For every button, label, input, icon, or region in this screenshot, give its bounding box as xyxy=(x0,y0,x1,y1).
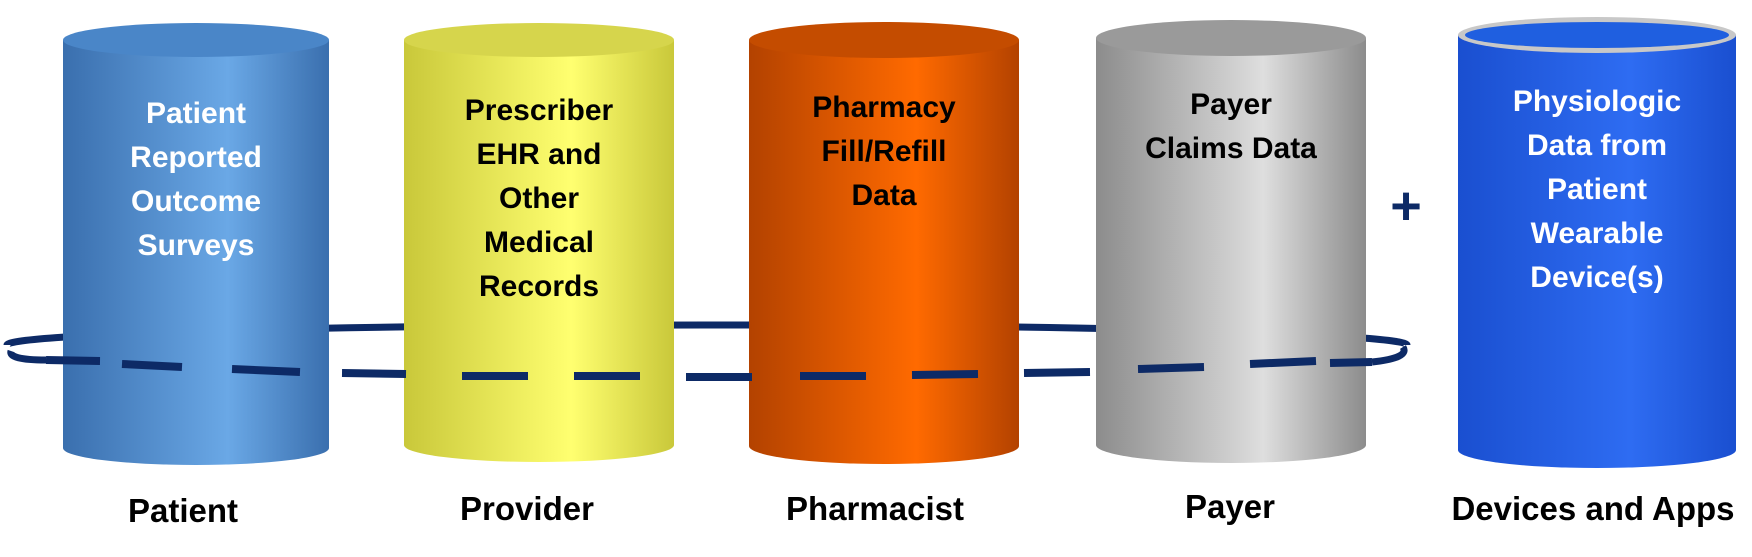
cylinder-provider-top xyxy=(404,23,674,57)
cylinder-pharmacist-body xyxy=(749,40,1019,464)
ring-dash xyxy=(911,370,979,379)
cylinder-text-line: Prescriber xyxy=(465,94,614,127)
cylinder-text-line: Medical xyxy=(484,226,594,259)
label-pharmacist: Pharmacist xyxy=(786,490,964,527)
cylinder-payer-top xyxy=(1096,20,1366,56)
ring-dash xyxy=(231,365,301,376)
cylinder-patient-body xyxy=(63,40,329,465)
cylinder-text-line: Claims Data xyxy=(1145,132,1317,165)
cylinder-text-line: Patient xyxy=(146,97,246,130)
cylinder-provider-body xyxy=(404,40,674,462)
label-patient: Patient xyxy=(128,492,238,529)
cylinder-devices-body xyxy=(1458,35,1736,468)
cylinder-text-line: Outcome xyxy=(131,185,261,218)
plus-sign: + xyxy=(1390,176,1422,236)
cylinder-text-line: Wearable xyxy=(1531,217,1664,250)
label-devices-and-apps: Devices and Apps xyxy=(1451,490,1734,527)
cylinder-text-line: Payer xyxy=(1190,88,1272,121)
ring-dash xyxy=(341,369,407,378)
label-provider: Provider xyxy=(460,490,594,527)
cylinder-text-line: Surveys xyxy=(138,229,255,262)
cylinder-text-line: Reported xyxy=(130,141,262,174)
ring-dash xyxy=(45,356,101,365)
cylinder-text-line: Fill/Refill xyxy=(821,135,946,168)
cylinder-patient-top xyxy=(63,23,329,57)
ring-dash xyxy=(1137,363,1205,373)
cylinder-text-line: Data from xyxy=(1527,129,1667,162)
cylinder-text-line: EHR and xyxy=(476,138,601,171)
connecting-ring-front xyxy=(7,345,1408,381)
ring-right-bend xyxy=(1371,345,1408,366)
cylinder-text-line: Pharmacy xyxy=(812,91,956,124)
ring-left-bend xyxy=(7,349,47,364)
ring-dash xyxy=(1023,368,1091,377)
ring-dash xyxy=(1329,358,1373,367)
cylinder-payer-body xyxy=(1096,38,1366,463)
ring-dash xyxy=(121,360,183,371)
cylinder-text-line: Other xyxy=(499,182,579,215)
cylinder-text-line: Records xyxy=(479,270,599,303)
cylinder-text-line: Data xyxy=(851,179,916,212)
cylinder-text-line: Patient xyxy=(1547,173,1647,206)
cylinder-text-line: Physiologic xyxy=(1513,85,1681,118)
label-payer: Payer xyxy=(1185,488,1275,525)
cylinder-text-line: Device(s) xyxy=(1530,261,1663,294)
cylinder-pharmacist-top xyxy=(749,22,1019,58)
cylinder-devices-top-inner xyxy=(1465,22,1729,48)
ring-dash xyxy=(1249,357,1317,368)
